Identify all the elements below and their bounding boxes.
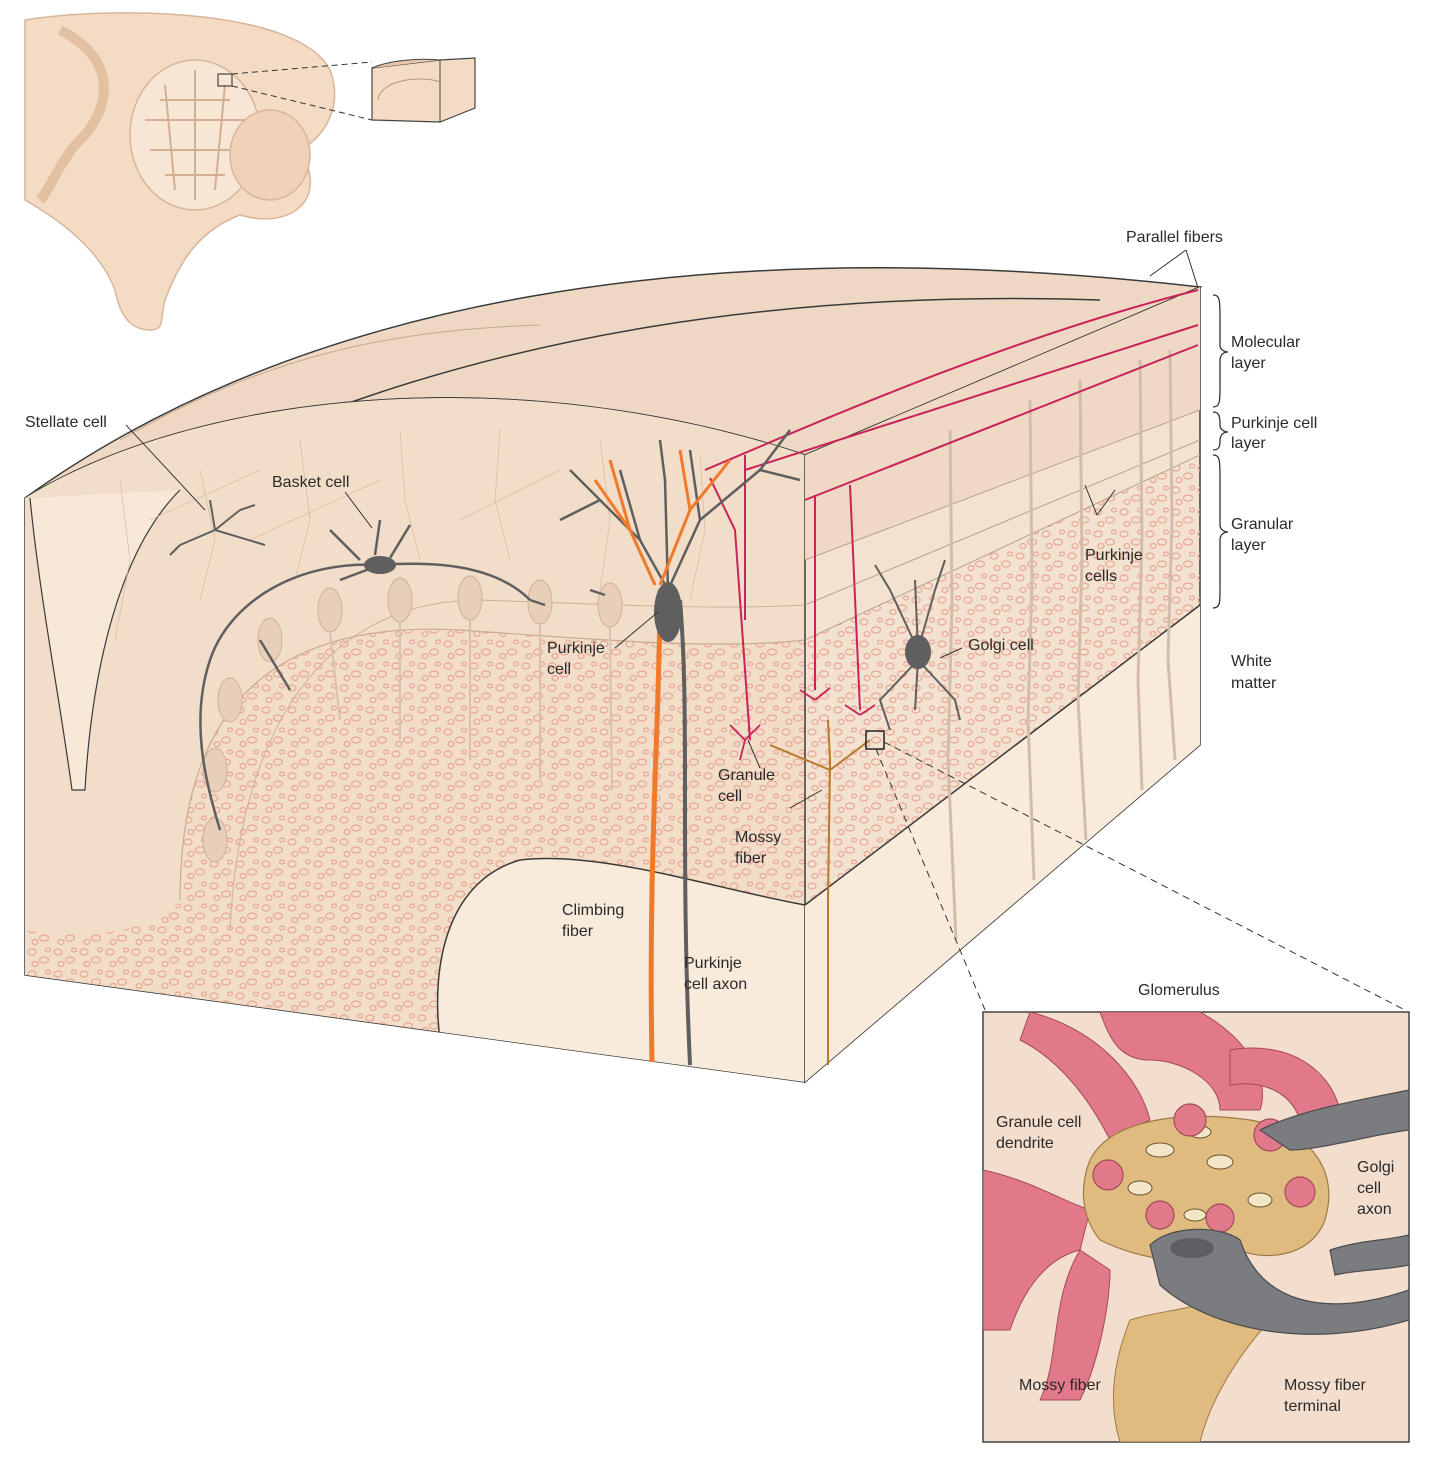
label-purkinje-cell-axon-2: cell axon bbox=[684, 976, 747, 993]
label-granule-cell-dendrite-1: Granule cell bbox=[996, 1114, 1081, 1131]
glomerulus-marker bbox=[865, 730, 885, 750]
label-mossy-fiber-terminal-1: Mossy fiber bbox=[1284, 1377, 1366, 1394]
label-white-matter-2: matter bbox=[1231, 675, 1277, 692]
label-glomerulus: Glomerulus bbox=[1138, 982, 1220, 999]
label-white-matter-1: White bbox=[1231, 653, 1272, 670]
label-climbing-fiber-1: Climbing bbox=[562, 902, 624, 919]
label-mossy-fiber-2: fiber bbox=[735, 850, 767, 867]
zoom-lines bbox=[231, 61, 373, 121]
label-granular-layer-2: layer bbox=[1231, 537, 1266, 554]
diagram-labels: Parallel fibers Molecular layer Purkinje… bbox=[25, 229, 1394, 1415]
purkinje-neuron bbox=[559, 429, 801, 1066]
label-purkinje-cell-2: cell bbox=[547, 661, 571, 678]
label-purkinje-cells-1: Purkinje bbox=[1085, 547, 1143, 564]
label-granule-cell-1: Granule bbox=[718, 767, 775, 784]
label-purkinje-cell-layer-2: layer bbox=[1231, 435, 1266, 452]
label-purkinje-cell-axon-1: Purkinje bbox=[684, 955, 742, 972]
glomerulus-zoom-lines bbox=[875, 741, 1406, 1011]
stellate-cell bbox=[169, 499, 266, 556]
label-purkinje-cell-1: Purkinje bbox=[547, 640, 605, 657]
label-granule-cell-dendrite-2: dendrite bbox=[996, 1135, 1054, 1152]
label-molecular-layer-2: layer bbox=[1231, 355, 1266, 372]
label-parallel-fibers: Parallel fibers bbox=[1126, 229, 1223, 246]
label-golgi-cell-axon-2: cell bbox=[1357, 1180, 1381, 1197]
parallel-fibers bbox=[704, 289, 1199, 741]
label-climbing-fiber-2: fiber bbox=[562, 923, 594, 940]
mossy-fiber-main bbox=[769, 719, 871, 1065]
glomerulus-inset bbox=[982, 1011, 1410, 1443]
label-purkinje-cells-2: cells bbox=[1085, 568, 1117, 585]
layer-brackets bbox=[1212, 294, 1229, 609]
cortex-block-icon bbox=[371, 57, 476, 123]
label-molecular-layer-1: Molecular bbox=[1231, 334, 1301, 351]
label-mossy-fiber-1: Mossy bbox=[735, 829, 781, 846]
basket-cell-body bbox=[364, 556, 396, 574]
label-stellate-cell: Stellate cell bbox=[25, 414, 107, 431]
label-granular-layer-1: Granular bbox=[1231, 516, 1294, 533]
label-golgi-cell-axon-3: axon bbox=[1357, 1201, 1392, 1218]
label-granule-cell-2: cell bbox=[718, 788, 742, 805]
label-basket-cell: Basket cell bbox=[272, 474, 349, 491]
label-mossy-fiber-terminal-2: terminal bbox=[1284, 1398, 1341, 1415]
label-golgi-cell-axon-1: Golgi bbox=[1357, 1159, 1394, 1176]
label-purkinje-cell-layer-1: Purkinje cell bbox=[1231, 415, 1317, 432]
brain-sagittal-icon bbox=[24, 12, 336, 331]
golgi-cell-body bbox=[905, 635, 931, 669]
cortex-block bbox=[24, 267, 1203, 1084]
basket-cell bbox=[199, 519, 606, 831]
label-glom-mossy-fiber: Mossy fiber bbox=[1019, 1377, 1101, 1394]
granule-cells bbox=[729, 687, 876, 761]
label-golgi-cell: Golgi cell bbox=[968, 637, 1034, 654]
